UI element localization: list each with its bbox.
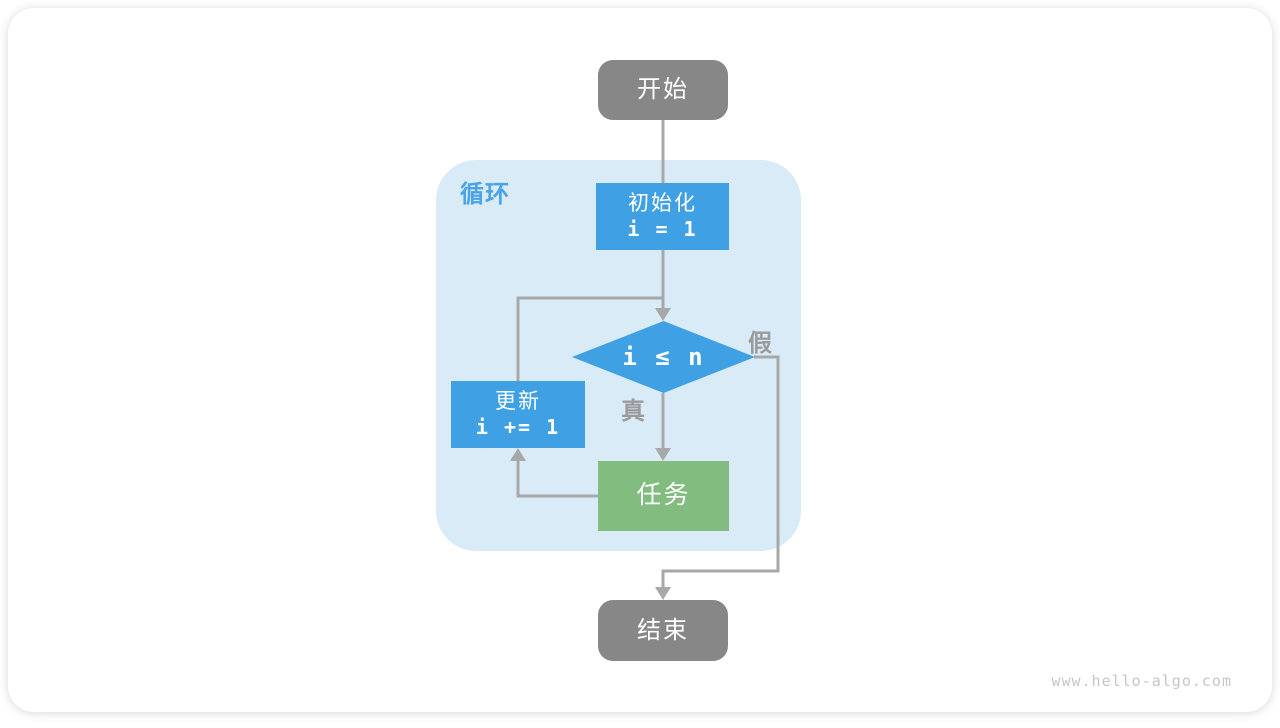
start-node-label: 开始	[637, 76, 689, 103]
watermark-text: www.hello-algo.com	[1051, 672, 1232, 690]
start-node: 开始	[598, 60, 728, 120]
task-node-label: 任务	[636, 481, 691, 510]
init-node-code: i = 1	[627, 217, 698, 242]
init-node-title: 初始化	[628, 191, 697, 215]
init-node: 初始化 i = 1	[596, 183, 729, 250]
diagram-card: 循环	[8, 8, 1272, 712]
loop-region-label: 循环	[460, 181, 510, 208]
task-node: 任务	[598, 461, 729, 531]
condition-node-code: i ≤ n	[622, 343, 705, 371]
arrowhead-end-top	[655, 587, 671, 600]
end-node-label: 结束	[637, 616, 689, 644]
update-node-title: 更新	[495, 389, 541, 413]
update-node-code: i += 1	[475, 415, 561, 440]
branch-true-label: 真	[621, 398, 645, 425]
end-node: 结束	[598, 600, 728, 661]
update-node: 更新 i += 1	[451, 381, 585, 448]
flowchart-stage: 循环	[8, 8, 1272, 712]
branch-false-label: 假	[748, 330, 772, 357]
